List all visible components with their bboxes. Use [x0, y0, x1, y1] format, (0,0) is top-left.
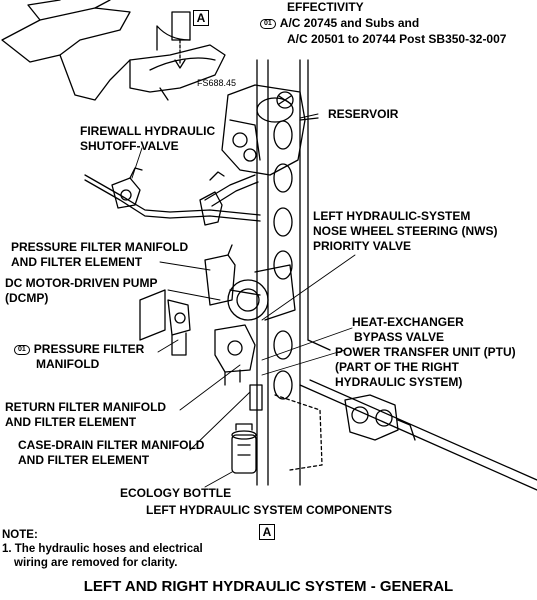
view-marker-top: A [193, 10, 209, 26]
frame-structure [256, 59, 537, 491]
effectivity-code-badge: 01 [260, 18, 276, 29]
leader-lines [131, 113, 356, 488]
priority-valve-art [199, 171, 225, 226]
note-heading: NOTE: [2, 529, 38, 541]
label-ecology-bottle: ECOLOGY BOTTLE [120, 486, 232, 500]
figure-reference: FS688.45 [197, 78, 237, 88]
pressure-filter-code-badge: 01 [14, 344, 30, 355]
pump-cluster-art [204, 244, 296, 411]
label-reservoir: RESERVOIR [328, 107, 399, 121]
label-dcmp: DC MOTOR-DRIVEN PUMP (DCMP) [5, 276, 158, 305]
firewall-valve-art [111, 167, 143, 209]
label-return-filter: RETURN FILTER MANIFOLD AND FILTER ELEMEN… [5, 400, 167, 429]
effectivity-line2: A/C 20501 to 20744 Post SB350-32-007 [287, 32, 507, 46]
pressure-filter-manifold-art [139, 289, 191, 356]
effectivity-line1-text: A/C 20745 and Subs and [279, 16, 420, 30]
figure-title: LEFT AND RIGHT HYDRAULIC SYSTEM - GENERA… [83, 578, 454, 595]
aircraft-thumbnail [1, 0, 226, 101]
label-nws-priority-valve: LEFT HYDRAULIC-SYSTEM NOSE WHEEL STEERIN… [313, 209, 498, 253]
ptu-art [344, 394, 416, 441]
note-block: NOTE: 1. The hydraulic hoses and electri… [2, 528, 203, 570]
note-line2: wiring are removed for clarity. [14, 557, 178, 569]
label-firewall-valve: FIREWALL HYDRAULIC SHUTOFF-VALVE [80, 124, 216, 153]
reservoir-art [221, 84, 319, 176]
ecology-bottle-art [231, 423, 257, 474]
note-line1: 1. The hydraulic hoses and electrical [2, 543, 203, 555]
components-caption: LEFT HYDRAULIC SYSTEM COMPONENTS [146, 503, 393, 517]
view-marker-bottom: A [259, 524, 275, 540]
label-heat-exchanger-valve: HEAT-EXCHANGER BYPASS VALVE [352, 315, 464, 344]
label-case-drain-filter: CASE-DRAIN FILTER MANIFOLD AND FILTER EL… [18, 438, 205, 467]
effectivity-title: EFFECTIVITY [287, 0, 364, 14]
label-ptu: POWER TRANSFER UNIT (PTU) (PART OF THE R… [335, 345, 516, 389]
label-pressure-filter-manifold-element: PRESSURE FILTER MANIFOLD AND FILTER ELEM… [11, 240, 189, 269]
